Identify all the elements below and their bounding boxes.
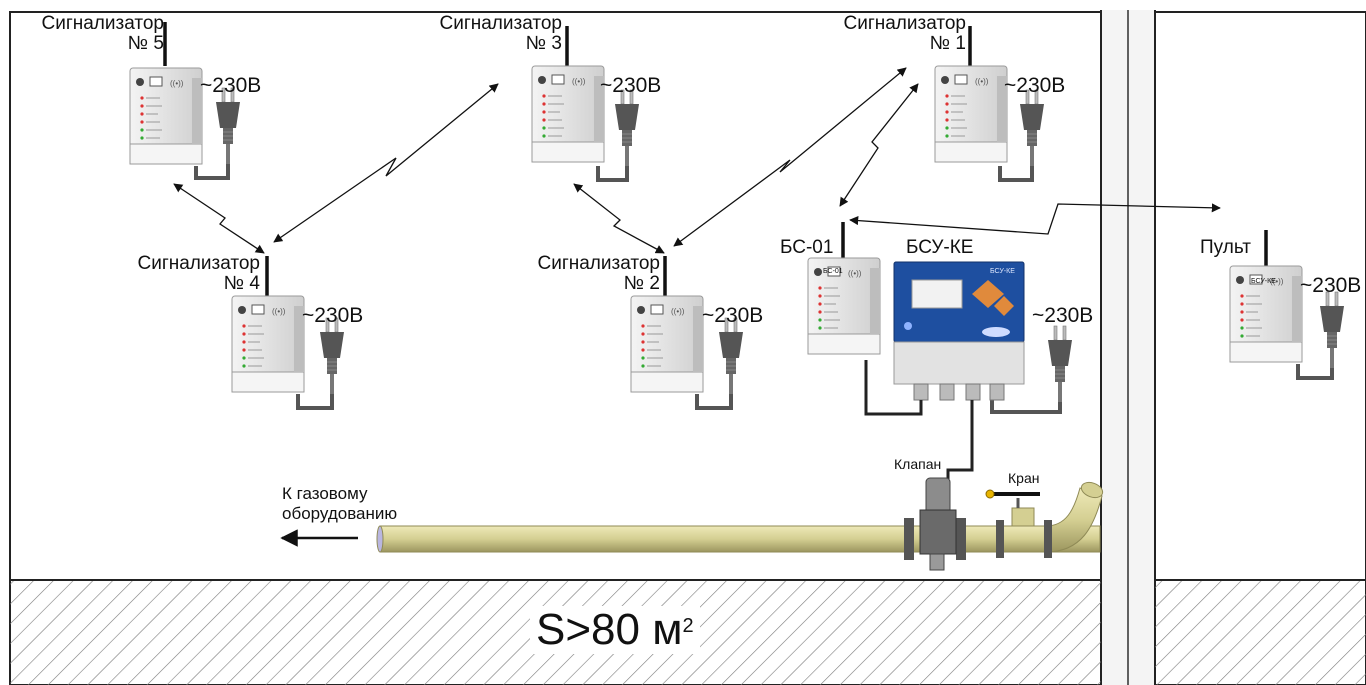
base-station-label: БС-01 [780,237,834,258]
signalizer-5-device [129,67,203,165]
signalizer-2-power: ~230В [702,304,764,327]
remote-label: Пульт [1200,237,1251,258]
gas-pipe [376,481,1104,560]
antennas [163,22,1268,296]
remote-panel-text: БСУ-КЕ [1251,278,1276,285]
remote-power: ~230В [1300,274,1362,297]
room-frame [9,11,1366,685]
base-station-device [807,257,881,355]
control-unit-box [864,261,1025,482]
base-station-panel-text: БС-01 [823,268,843,275]
signalizer-4-device [231,295,305,393]
control-unit-panel-text: БСУ-КЕ [990,268,1015,275]
signalizer-2-device [630,295,704,393]
signalizer-5-power: ~230В [200,74,262,97]
control-unit-power: ~230В [1032,304,1094,327]
control-unit-label: БСУ-КЕ [906,237,974,258]
power-plugs [194,87,1345,414]
signalizer-1-power: ~230В [1004,74,1066,97]
solenoid-valve [919,477,957,571]
signalizer-1-device [934,65,1008,163]
floor-hatch-right [1155,580,1366,685]
radio-links [173,67,1221,254]
valve-label: Клапан [894,456,942,472]
signalizer-4-power: ~230В [302,304,364,327]
signalizer-3-power: ~230В [600,74,662,97]
signalizer-3-device [531,65,605,163]
area-label: S>80 м2 [530,606,700,654]
tap-label: Кран [1008,470,1040,486]
ball-tap [985,489,1040,527]
